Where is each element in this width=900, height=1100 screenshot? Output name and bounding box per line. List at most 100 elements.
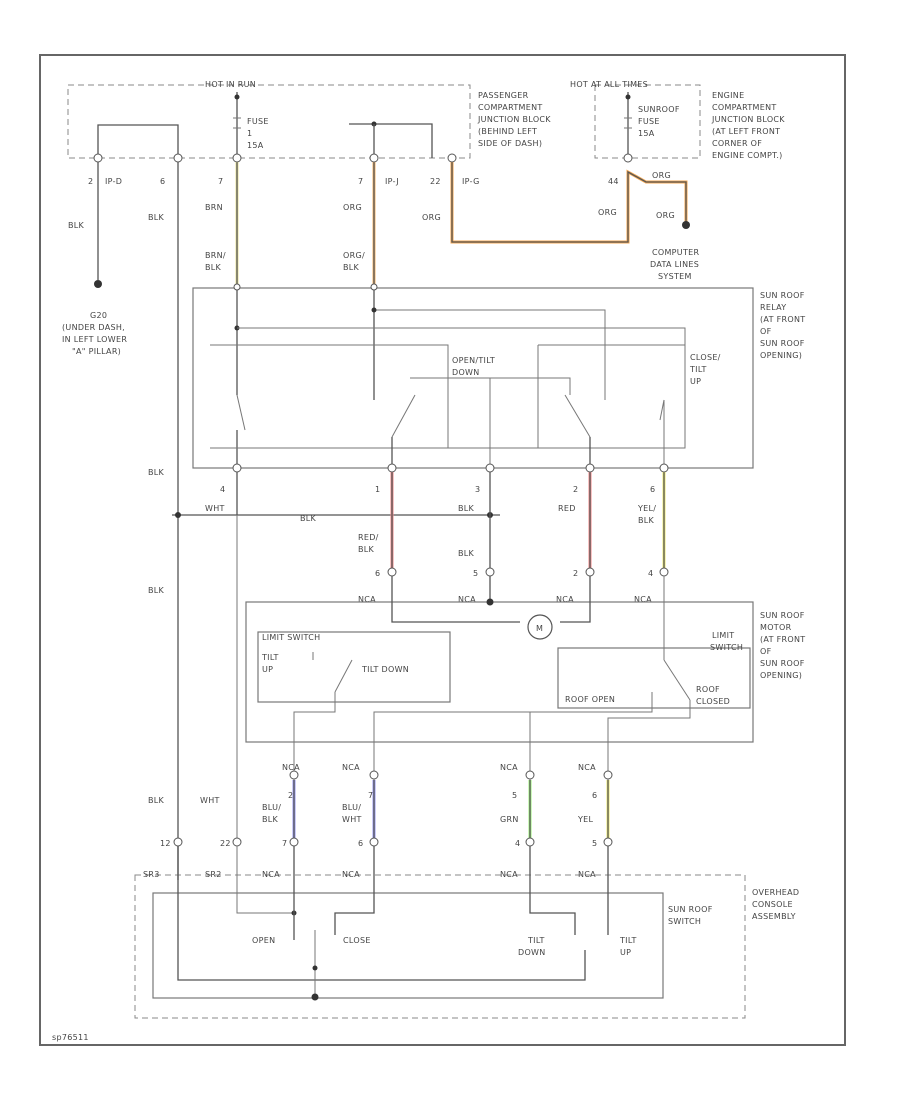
- switch-pin-4: 4: [515, 839, 520, 848]
- left-limit-switch-label: LIMIT SWITCH: [262, 633, 320, 642]
- right-limit-switch-label-1: LIMIT: [712, 631, 734, 640]
- svg-text:(AT LEFT FRONT: (AT LEFT FRONT: [712, 127, 780, 136]
- tilt-up-label-2: UP: [262, 665, 273, 674]
- svg-text:SUN ROOF: SUN ROOF: [760, 339, 805, 348]
- svg-text:OPENING): OPENING): [760, 671, 802, 680]
- left-limit-switch-box: [257, 631, 451, 703]
- relay-pin-2: 2: [573, 485, 578, 494]
- motor-internal-wiring: [391, 576, 691, 701]
- right-limit-switch-contacts: [373, 692, 691, 880]
- left-bus-blk-1: BLK: [148, 213, 165, 222]
- svg-text:CONSOLE: CONSOLE: [752, 900, 793, 909]
- ground-wire-blk: BLK: [68, 221, 85, 230]
- tilt-up-label-1: TILT: [261, 653, 279, 662]
- blk-label-6: BLK: [458, 504, 475, 513]
- svg-text:(BEHIND LEFT: (BEHIND LEFT: [478, 127, 537, 136]
- switch-connectors: [173, 837, 613, 847]
- relay-pin-1: 1: [375, 485, 380, 494]
- svg-text:DATA LINES: DATA LINES: [650, 260, 699, 269]
- lower-connectors-top: [289, 770, 613, 780]
- lower-nca-2: NCA: [342, 763, 360, 772]
- relay-pin-3: 3: [475, 485, 480, 494]
- roof-closed-label-2: CLOSED: [696, 697, 730, 706]
- motor-pin-2: 2: [573, 569, 578, 578]
- motor-pin-5: 5: [473, 569, 478, 578]
- lower-pin-6: 6: [592, 791, 597, 800]
- org-label-5: ORG: [656, 211, 675, 220]
- fuse-1-label: FUSE 1 15A: [247, 117, 268, 150]
- motor-nca-1: NCA: [358, 595, 376, 604]
- svg-text:SUN ROOF: SUN ROOF: [760, 659, 805, 668]
- lower-nca-3: NCA: [500, 763, 518, 772]
- svg-text:ENGINE: ENGINE: [712, 91, 744, 100]
- overhead-console-outline: [134, 874, 746, 1019]
- data-line-loop-highlight: [450, 162, 688, 244]
- blu-blk-label-2: BLK: [262, 815, 279, 824]
- lower-nca-4: NCA: [578, 763, 596, 772]
- relay-close-tilt-up-label: CLOSE/ TILT UP: [689, 353, 720, 386]
- svg-text:SIDE OF DASH): SIDE OF DASH): [478, 139, 542, 148]
- sunroof-motor-box: [245, 601, 754, 743]
- switch-conn-nca-1: NCA: [262, 870, 280, 879]
- red-label: RED: [558, 504, 576, 513]
- right-limit-switch-box: [557, 647, 751, 709]
- switch-tilt-up-label-2: UP: [620, 948, 631, 957]
- motor-symbol: M: [527, 614, 553, 640]
- footer-code: sp76511: [52, 1033, 89, 1042]
- switch-tilt-down-label-2: DOWN: [518, 948, 546, 957]
- blu-wht-label-2: WHT: [342, 815, 362, 824]
- svg-text:SYSTEM: SYSTEM: [658, 272, 692, 281]
- switch-conn-nca-4: NCA: [578, 870, 596, 879]
- switch-conn-sr3: SR3: [143, 870, 160, 879]
- svg-text:M: M: [536, 624, 543, 633]
- data-line-endpoint: [682, 221, 690, 229]
- switch-conn-sr2: SR2: [205, 870, 222, 879]
- switch-tilt-up-label-1: TILT: [619, 936, 637, 945]
- ip-g-pin-22-num: 22: [430, 177, 441, 186]
- switch-pin-22: 22: [220, 839, 231, 848]
- tilt-down-label: TILT DOWN: [361, 665, 409, 674]
- svg-text:PASSENGER: PASSENGER: [478, 91, 529, 100]
- overhead-console-label: OVERHEAD CONSOLE ASSEMBLY: [752, 888, 799, 921]
- svg-text:FUSE: FUSE: [638, 117, 660, 126]
- motor-top-connectors: [387, 567, 669, 577]
- sunroof-relay-box: [192, 287, 754, 469]
- svg-text:(AT FRONT: (AT FRONT: [760, 635, 805, 644]
- svg-text:MOTOR: MOTOR: [760, 623, 792, 632]
- relay-internal-wiring: [210, 283, 686, 465]
- switch-pin-7: 7: [282, 839, 287, 848]
- blk-label-7b: WHT: [200, 796, 220, 805]
- svg-text:COMPARTMENT: COMPARTMENT: [478, 103, 543, 112]
- passenger-junction-block-outline: [67, 84, 471, 159]
- engine-junction-block-outline: [594, 84, 701, 159]
- switch-conn-nca-3: NCA: [500, 870, 518, 879]
- switch-pin-12: 12: [160, 839, 171, 848]
- switch-pin-5: 5: [592, 839, 597, 848]
- ip-d-pin-2-label: IP-D: [105, 177, 122, 186]
- pin-7a-num: 7: [218, 177, 223, 186]
- sunroof-fuse-label: SUNROOF FUSE 15A: [638, 105, 680, 138]
- lower-pin-2: 2: [288, 791, 293, 800]
- org-label-3: ORG: [598, 208, 617, 217]
- org-label-2: ORG: [422, 213, 441, 222]
- svg-text:SUN ROOF: SUN ROOF: [668, 905, 713, 914]
- lower-pin-5: 5: [512, 791, 517, 800]
- ip-j-pin-7-num: 7: [358, 177, 363, 186]
- relay-pin-4: 4: [220, 485, 225, 494]
- svg-text:DOWN: DOWN: [452, 368, 480, 377]
- blk-label-4: BLK: [300, 514, 317, 523]
- ip-g-pin-22-label: IP-G: [462, 177, 480, 186]
- grn-label: GRN: [500, 815, 519, 824]
- right-limit-switch-label-2: SWITCH: [710, 643, 743, 652]
- left-bus-blk-4: BLK: [148, 796, 165, 805]
- svg-text:SUNROOF: SUNROOF: [638, 105, 680, 114]
- svg-text:CORNER OF: CORNER OF: [712, 139, 762, 148]
- org-blk-label-1: ORG/: [343, 251, 365, 260]
- passenger-junction-block-label: PASSENGER COMPARTMENT JUNCTION BLOCK (BE…: [477, 91, 551, 148]
- top-power-wiring: [97, 92, 632, 158]
- svg-text:1: 1: [247, 129, 252, 138]
- diagram-border: [39, 54, 846, 1046]
- switch-close-label: CLOSE: [343, 936, 371, 945]
- svg-text:"A" PILLAR): "A" PILLAR): [72, 347, 121, 356]
- svg-text:ASSEMBLY: ASSEMBLY: [752, 912, 796, 921]
